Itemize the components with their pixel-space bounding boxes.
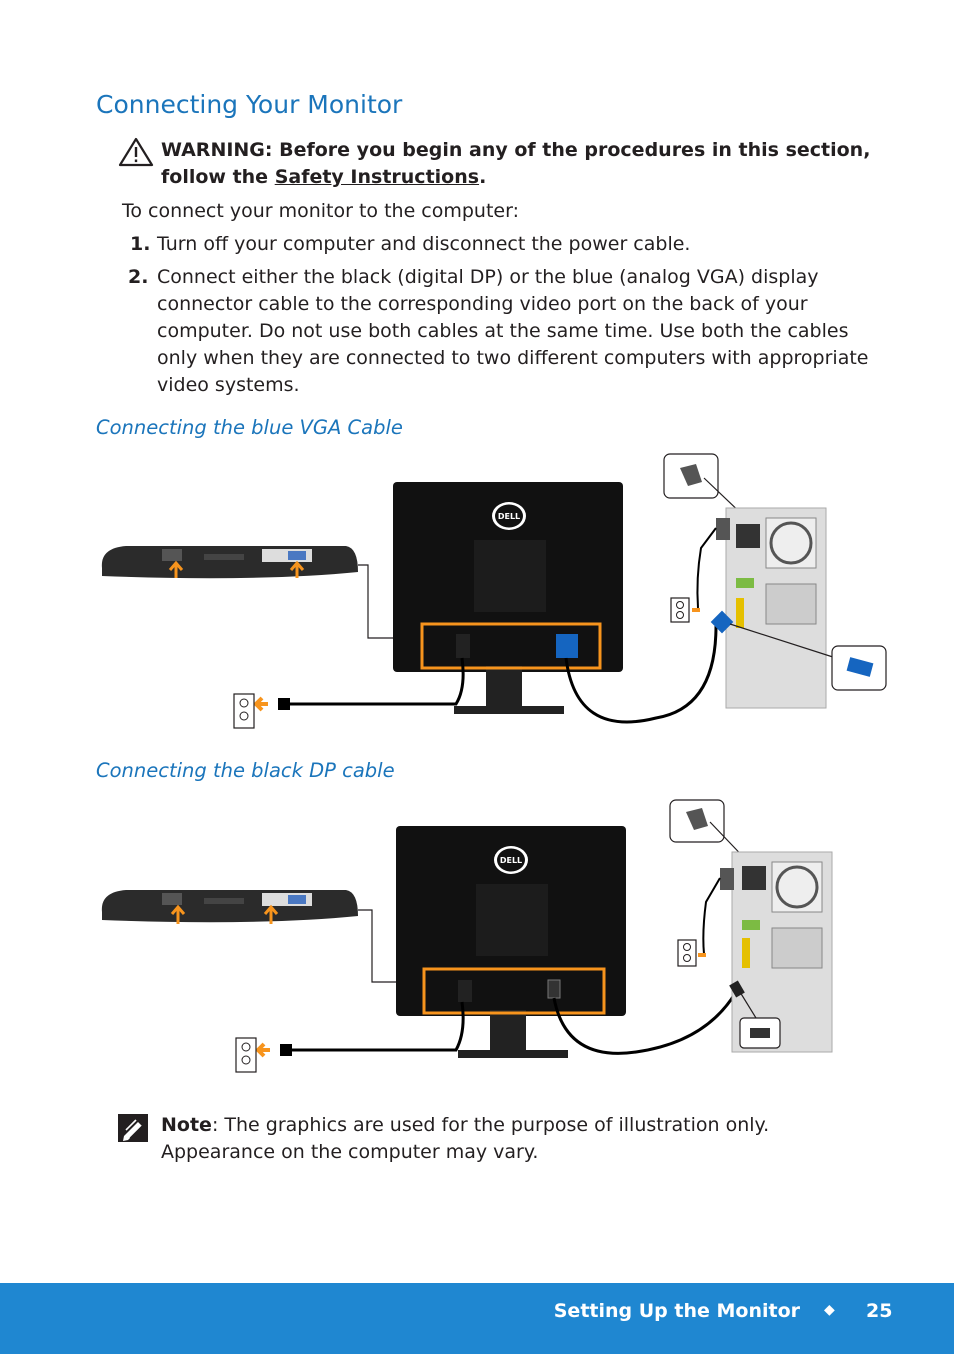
step-number: 2. [128,266,149,288]
dell-logo: DELL [500,856,522,865]
note-icon [118,1114,148,1142]
footer-chapter-title: Setting Up the Monitor [553,1300,800,1322]
warning-icon [118,137,154,167]
dell-logo: DELL [498,512,520,521]
monitor-rear-view: DELL [396,826,626,1058]
dp-section-heading: Connecting the black DP cable [96,759,395,782]
page-footer [0,1283,954,1354]
step-text: Turn off your computer and disconnect th… [157,233,691,255]
vga-section-heading: Connecting the blue VGA Cable [96,416,403,439]
vga-connection-illustration: DELL [101,453,887,729]
step-text: Connect either the black (digital DP) or… [157,266,869,396]
note-label: Note [161,1114,212,1136]
computer-tower [710,507,827,709]
step-number: 1. [130,233,151,255]
monitor-side-view [101,890,358,924]
dp-connection-illustration: DELL [101,799,833,1073]
warning-suffix: . [479,166,487,188]
note-body: : The graphics are used for the purpose … [161,1114,770,1163]
intro-text: To connect your monitor to the computer: [122,200,519,222]
page-number: 25 [866,1300,893,1322]
monitor-rear-view: DELL [393,482,623,714]
note-text: Note: The graphics are used for the purp… [161,1112,861,1166]
warning-text: WARNING: Before you begin any of the pro… [161,137,881,191]
page-title: Connecting Your Monitor [96,90,403,119]
safety-instructions-link[interactable]: Safety Instructions [274,166,480,188]
warning-prefix: WARNING: Before you begin any of the pro… [161,139,871,188]
monitor-side-view [101,546,358,579]
footer-diamond-icon: ◆ [824,1302,835,1318]
